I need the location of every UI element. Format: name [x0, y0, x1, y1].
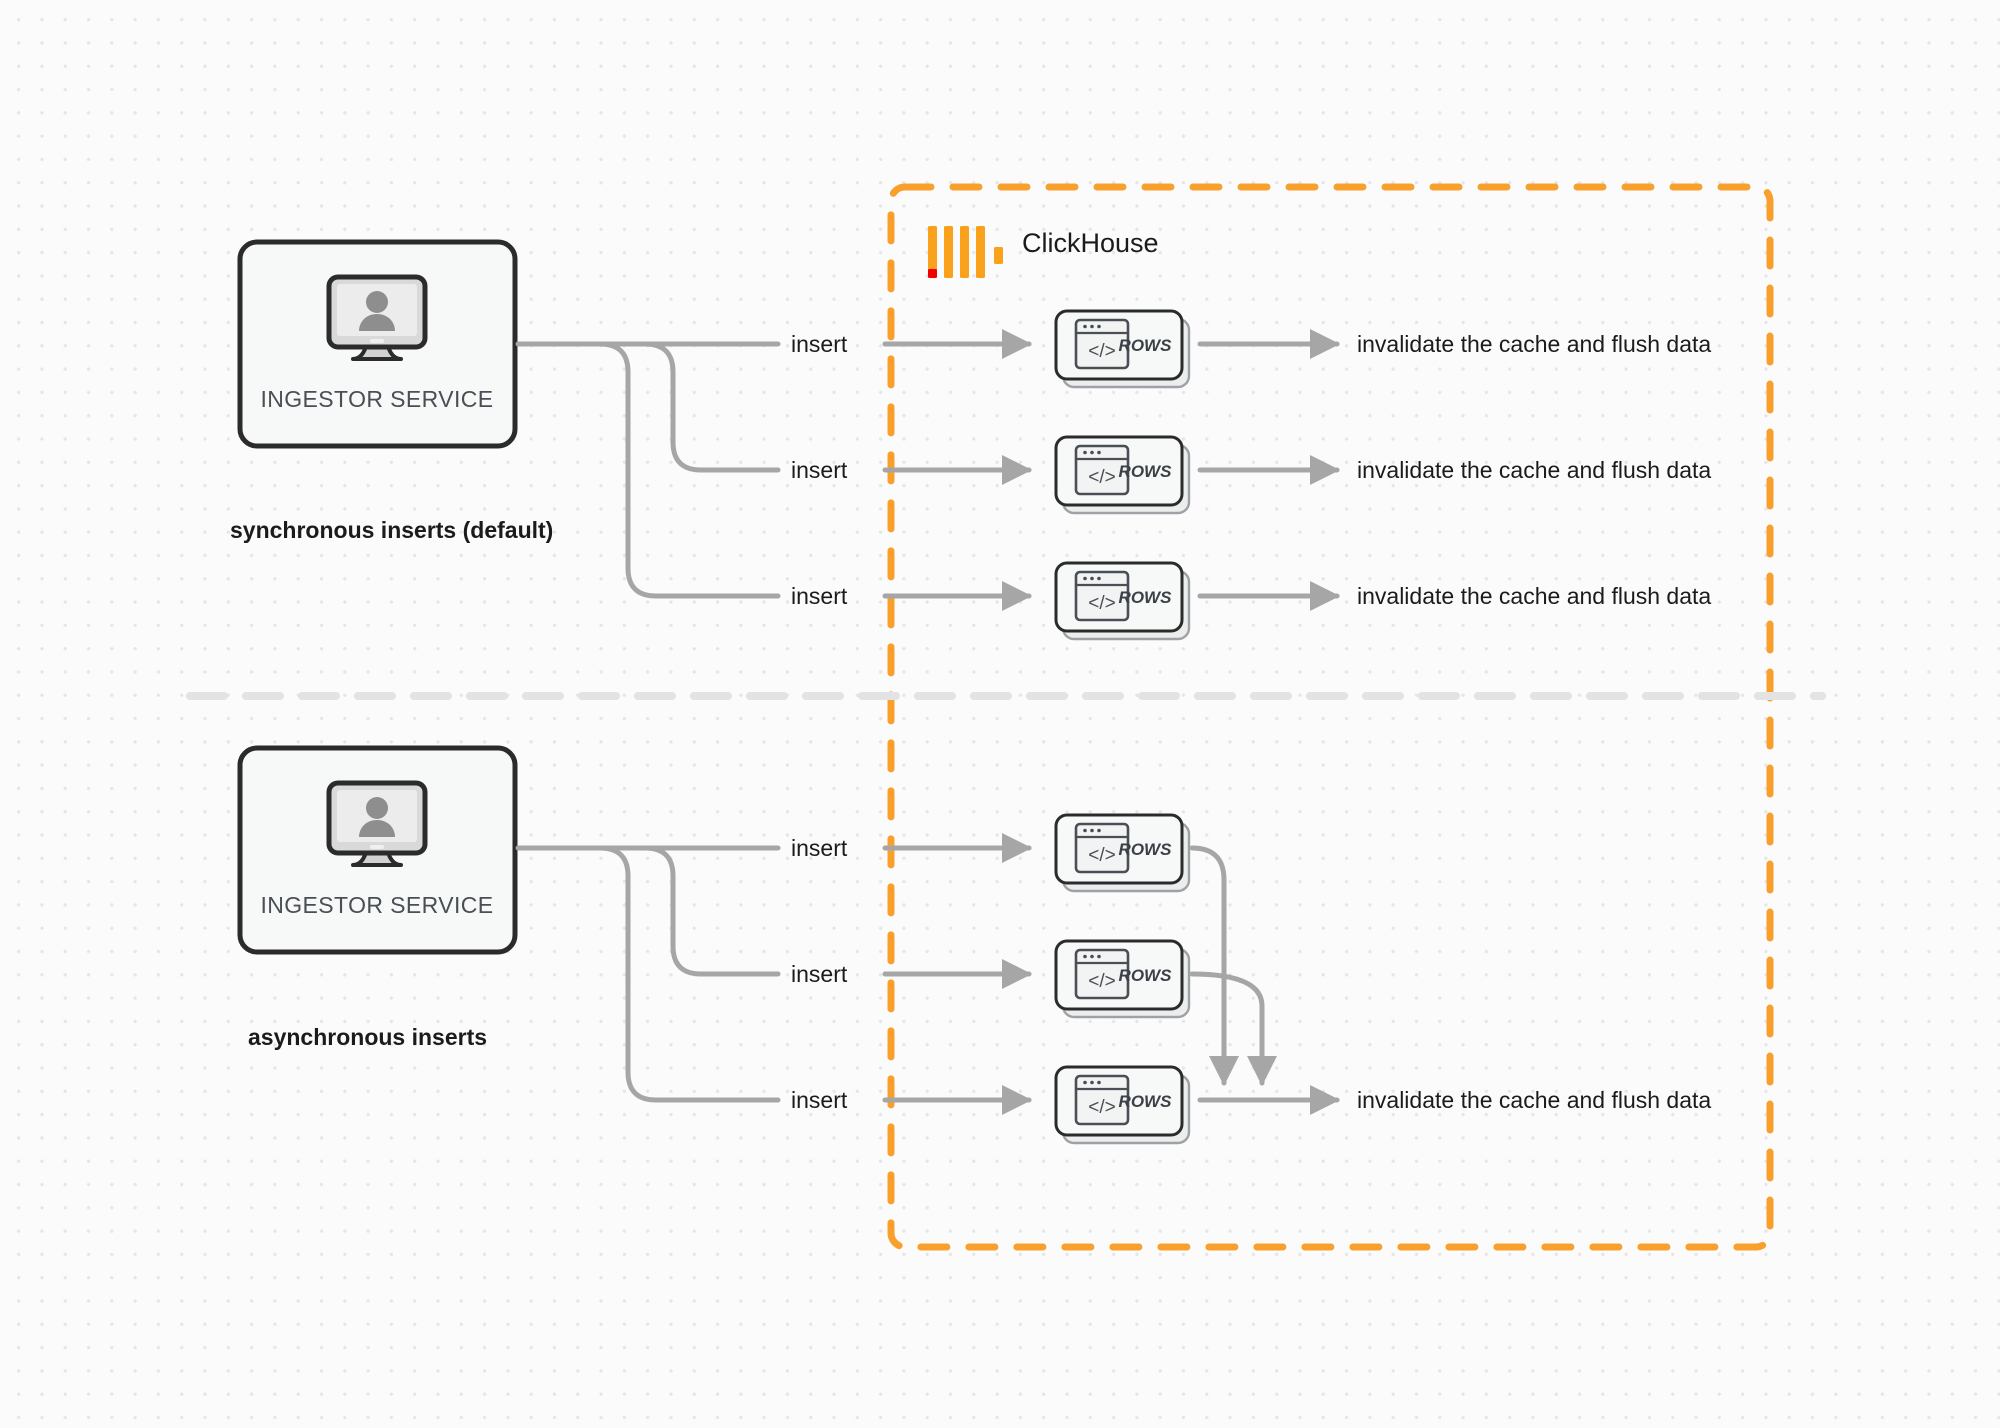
async-rows-card-2[interactable]: ROWS [1054, 939, 1191, 1019]
async-rows-label-2: ROWS [1119, 966, 1173, 985]
async-ingestor-label: INGESTOR SERVICE [260, 892, 493, 918]
sync-insert-label-2: insert [791, 457, 848, 483]
sync-insert-label-3: insert [791, 583, 848, 609]
monitor-user-icon [329, 277, 425, 359]
async-merge-connectors [1189, 845, 1277, 1086]
async-rows-card-3[interactable]: ROWS [1054, 1065, 1191, 1145]
sync-insert-label-1: insert [791, 331, 848, 357]
sync-flush-label-3: invalidate the cache and flush data [1357, 583, 1711, 609]
async-insert-label-2: insert [791, 961, 848, 987]
async-flow-row-2: insert ROWS [791, 939, 1191, 1019]
sync-rows-card-1[interactable]: ROWS [1054, 309, 1191, 389]
sync-flush-label-1: invalidate the cache and flush data [1357, 331, 1711, 357]
sync-flow-row-2: insert ROWS invalidate the cache and flu… [791, 435, 1711, 515]
sync-rows-card-3[interactable]: ROWS [1054, 561, 1191, 641]
async-rows-card-1[interactable]: ROWS [1054, 813, 1191, 893]
sync-ingestor-node[interactable]: INGESTOR SERVICE [237, 239, 518, 449]
monitor-user-icon [329, 783, 425, 865]
async-branch-connectors [515, 845, 781, 1103]
async-flow-row-1: insert ROWS [791, 813, 1191, 893]
sync-rows-card-2[interactable]: ROWS [1054, 435, 1191, 515]
sync-flow-row-1: insert ROWS invalidate the cache and flu… [791, 309, 1711, 389]
clickhouse-logo-icon [928, 226, 1003, 278]
sync-branch-connectors [515, 341, 781, 599]
async-flush-label: invalidate the cache and flush data [1357, 1087, 1711, 1113]
async-flow-row-3: insert ROWS [791, 1065, 1191, 1145]
sync-flow-row-3: insert ROWS invalidate the cache and flu… [791, 561, 1711, 641]
async-ingestor-node[interactable]: INGESTOR SERVICE [237, 745, 518, 955]
clickhouse-boundary [887, 183, 1774, 1251]
async-insert-label-1: insert [791, 835, 848, 861]
sync-rows-label-3: ROWS [1119, 588, 1173, 607]
sync-section-caption: synchronous inserts (default) [230, 517, 553, 543]
sync-flush-label-2: invalidate the cache and flush data [1357, 457, 1711, 483]
sync-rows-label-2: ROWS [1119, 462, 1173, 481]
async-merge-arrow-1 [1189, 845, 1239, 1086]
async-merge-arrow-2 [1189, 971, 1277, 1086]
sync-ingestor-label: INGESTOR SERVICE [260, 386, 493, 412]
async-rows-label-3: ROWS [1119, 1092, 1173, 1111]
async-insert-label-3: insert [791, 1087, 848, 1113]
async-section-caption: asynchronous inserts [248, 1024, 487, 1050]
sync-rows-label-1: ROWS [1119, 336, 1173, 355]
clickhouse-brand-label: ClickHouse [1022, 228, 1159, 258]
async-rows-label-1: ROWS [1119, 840, 1173, 859]
